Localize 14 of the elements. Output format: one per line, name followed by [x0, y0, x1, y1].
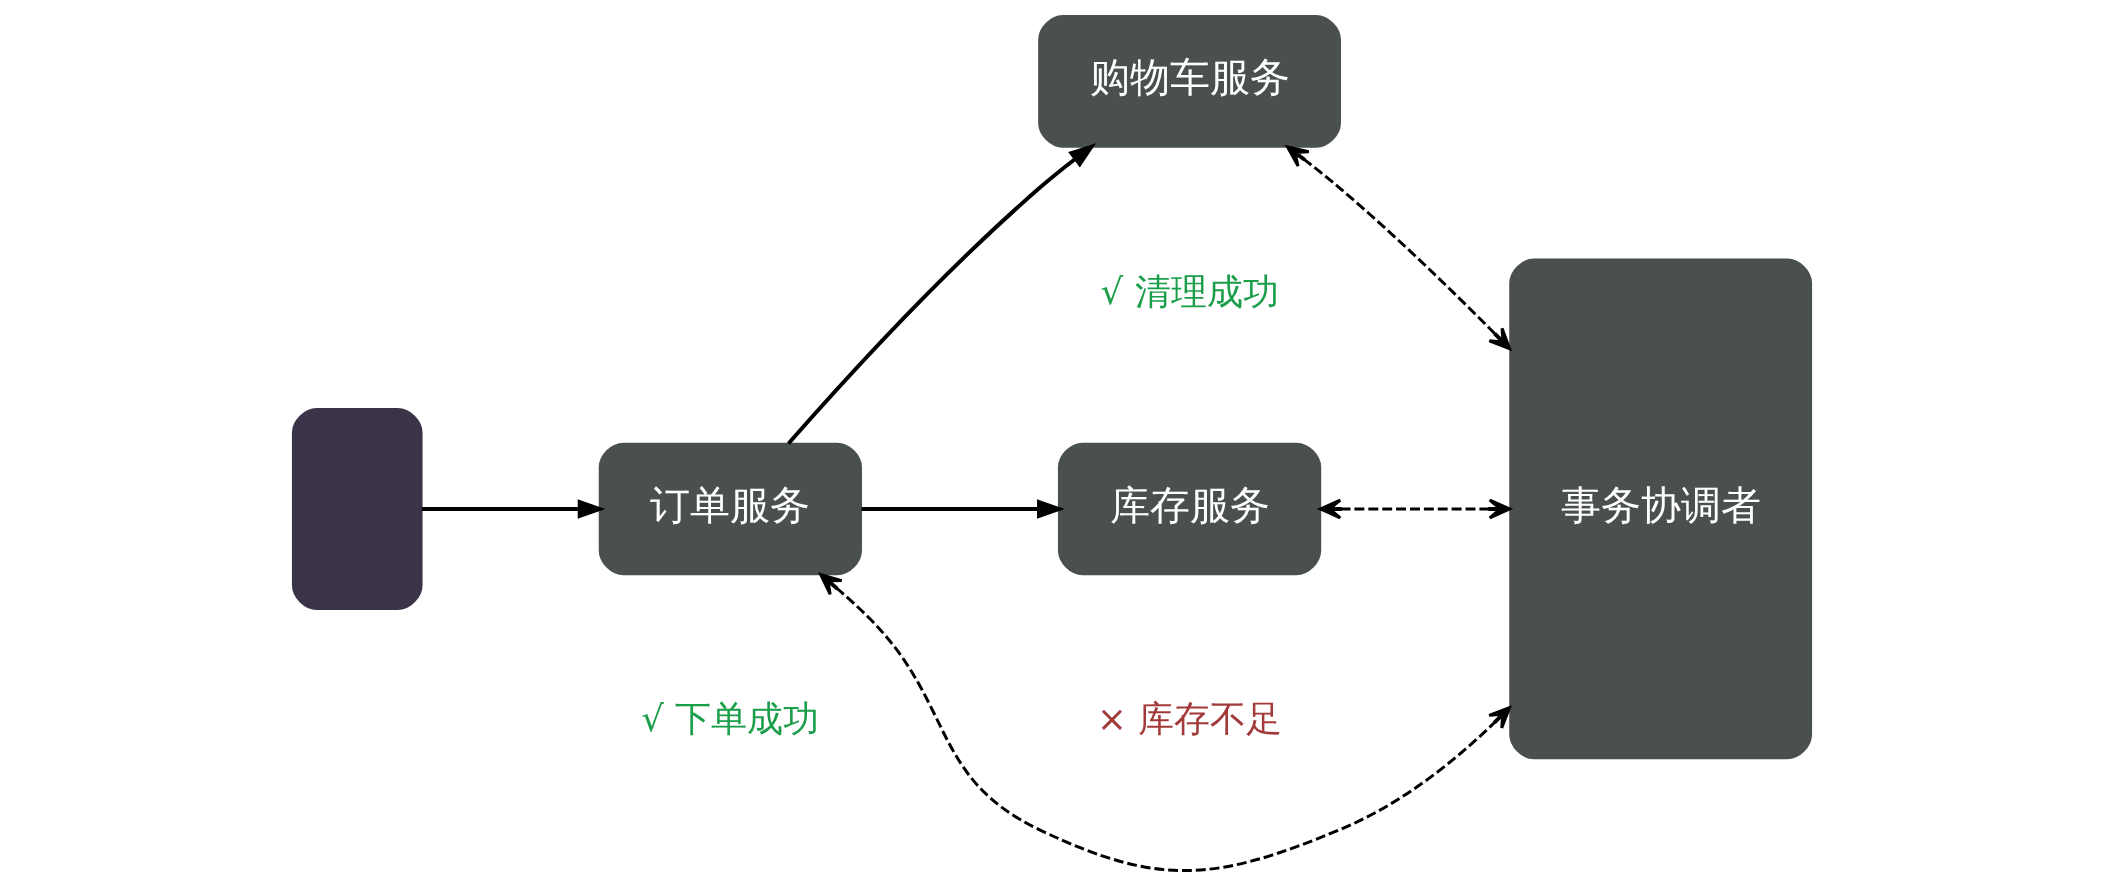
node-box: 库存服务	[1057, 442, 1322, 576]
node-label: √ 下单成功	[641, 698, 820, 740]
arrow	[819, 573, 1511, 872]
arrow	[1318, 498, 1512, 520]
node-box: 事务协调者	[1509, 258, 1813, 760]
node-label: √ 清理成功	[1100, 270, 1279, 312]
node-box: 订单服务	[598, 442, 862, 576]
arrow	[1286, 145, 1512, 351]
node-box	[291, 408, 423, 610]
arrow	[421, 499, 606, 519]
node-label: × 库存不足	[1096, 698, 1283, 740]
arrow	[787, 143, 1097, 445]
arrow	[861, 499, 1065, 519]
node-box: 购物车服务	[1038, 15, 1341, 148]
